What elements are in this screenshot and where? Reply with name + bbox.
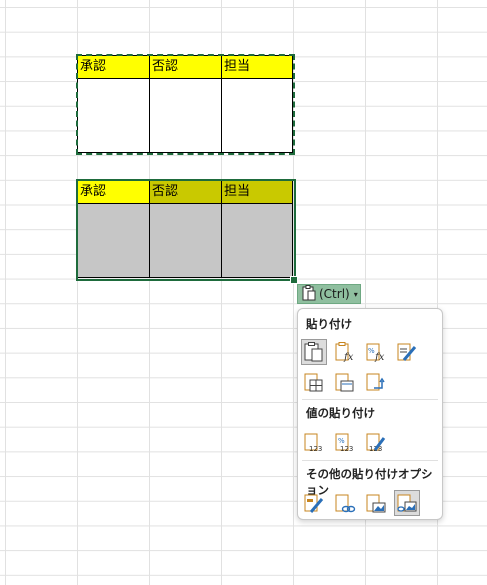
svg-text:123: 123 [340, 445, 353, 453]
svg-text:%: % [338, 437, 345, 445]
stamp-cell[interactable] [149, 203, 222, 278]
approval-table-source: 承認 否認 担当 [77, 55, 293, 153]
stamp-cell[interactable] [149, 78, 222, 153]
paste-options-label: (Ctrl) [319, 287, 350, 301]
paste-formatting-icon[interactable] [301, 490, 327, 516]
paste-values-icon[interactable]: 123 [301, 429, 327, 455]
header-cell-approve[interactable]: 承認 [77, 180, 150, 204]
paste-link-icon[interactable] [332, 490, 358, 516]
stamp-cell[interactable] [221, 203, 293, 278]
menu-separator [302, 460, 438, 461]
stamp-cell[interactable] [77, 203, 150, 278]
chevron-down-icon: ▾ [353, 289, 358, 299]
svg-text:fx: fx [343, 352, 354, 363]
paste-keep-source-formatting-icon[interactable] [394, 339, 420, 365]
svg-text:123: 123 [309, 445, 322, 453]
paste-transpose-icon[interactable] [363, 369, 389, 395]
paste-options-button[interactable]: (Ctrl) ▾ [297, 284, 361, 304]
menu-separator [302, 399, 438, 400]
paste-icon[interactable] [301, 339, 327, 365]
header-cell-reject[interactable]: 否認 [149, 180, 222, 204]
paste-formulas-icon[interactable]: fx [332, 339, 358, 365]
paste-values-source-formatting-icon[interactable]: 123 [363, 429, 389, 455]
svg-text:%: % [368, 347, 375, 355]
approval-table-pasted: 承認 否認 担当 [77, 180, 293, 278]
section-title-paste-values: 値の貼り付け [306, 406, 375, 420]
svg-text:fx: fx [374, 352, 385, 363]
paste-values-number-format-icon[interactable]: %123 [332, 429, 358, 455]
header-cell-approve[interactable]: 承認 [77, 55, 150, 79]
paste-picture-icon[interactable] [363, 490, 389, 516]
fill-handle[interactable] [290, 276, 298, 284]
header-cell-person[interactable]: 担当 [221, 180, 293, 204]
paste-no-borders-icon[interactable] [301, 369, 327, 395]
stamp-cell[interactable] [77, 78, 150, 153]
paste-options-menu: 貼り付け fx %fx 値の貼り付け 123 %123 123 その他の貼り付け… [297, 308, 443, 520]
section-title-other-paste-options: その他の貼り付けオプション [306, 467, 433, 497]
section-title-paste: 貼り付け [306, 317, 352, 331]
clipboard-icon [302, 284, 316, 304]
paste-linked-picture-icon[interactable] [394, 490, 420, 516]
paste-keep-column-widths-icon[interactable] [332, 369, 358, 395]
header-cell-reject[interactable]: 否認 [149, 55, 222, 79]
header-cell-person[interactable]: 担当 [221, 55, 293, 79]
stamp-cell[interactable] [221, 78, 293, 153]
paste-formulas-number-format-icon[interactable]: %fx [363, 339, 389, 365]
